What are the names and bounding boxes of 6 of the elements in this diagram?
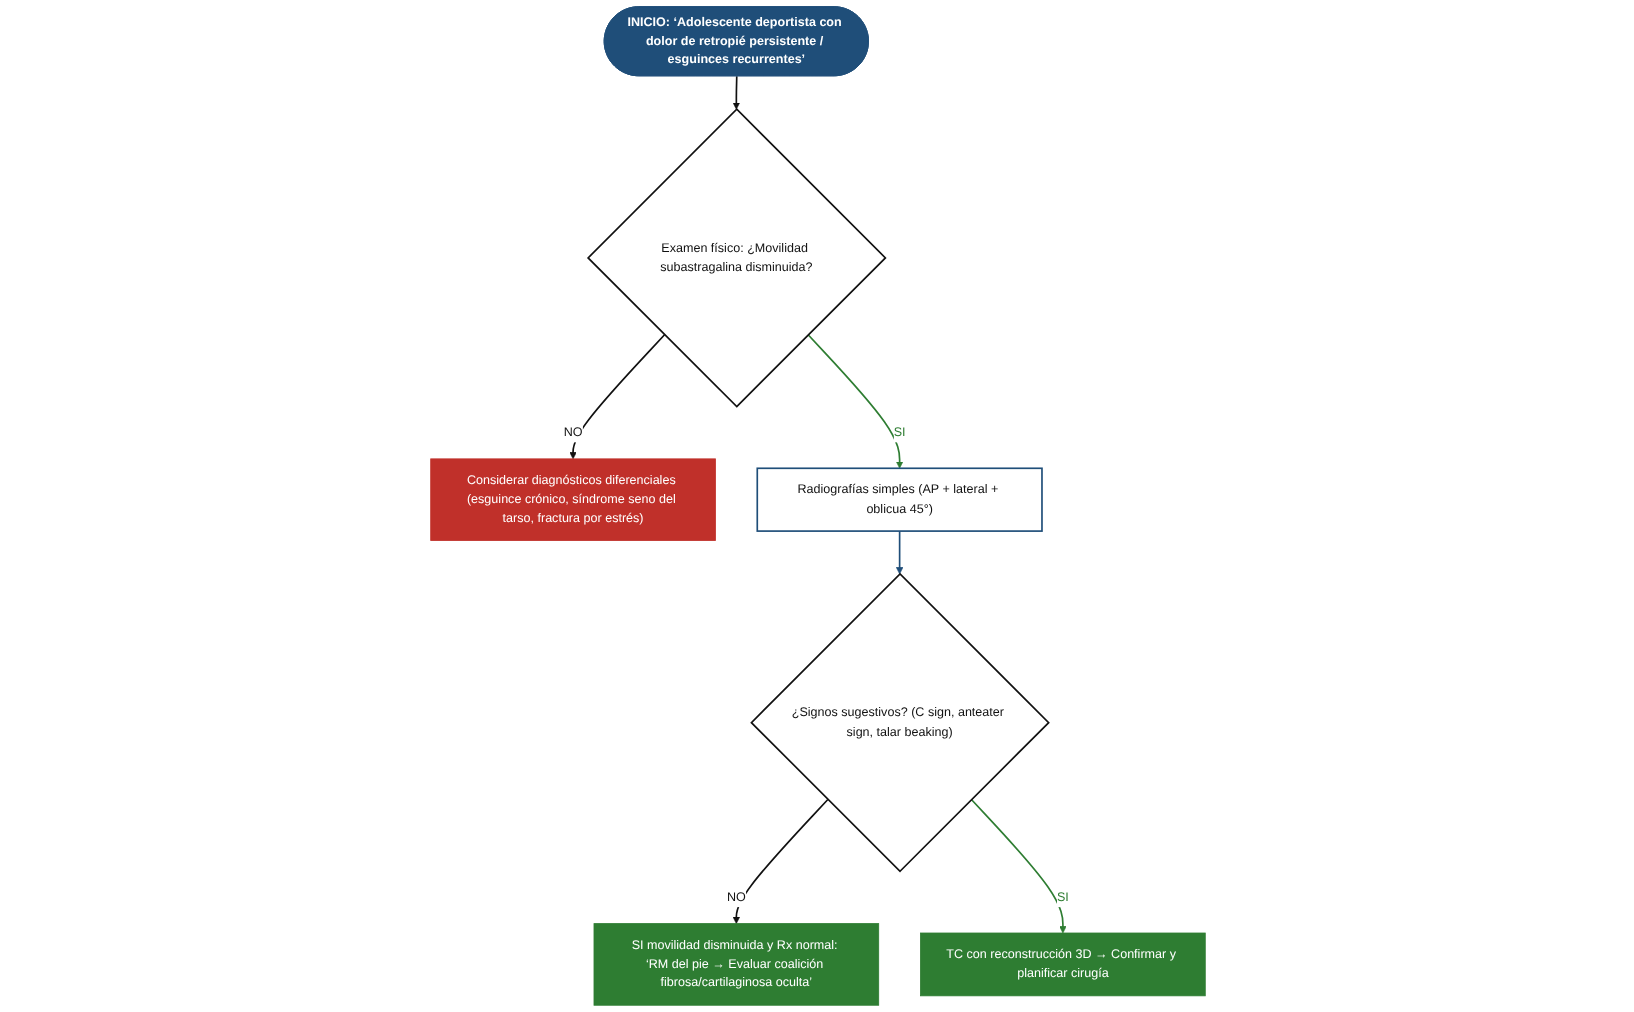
arrow: [731, 75, 740, 110]
arrow: [806, 333, 903, 469]
arrow: [969, 798, 1066, 934]
arrow: [568, 333, 665, 460]
arrow: [894, 530, 903, 575]
arrow: [731, 798, 828, 924]
